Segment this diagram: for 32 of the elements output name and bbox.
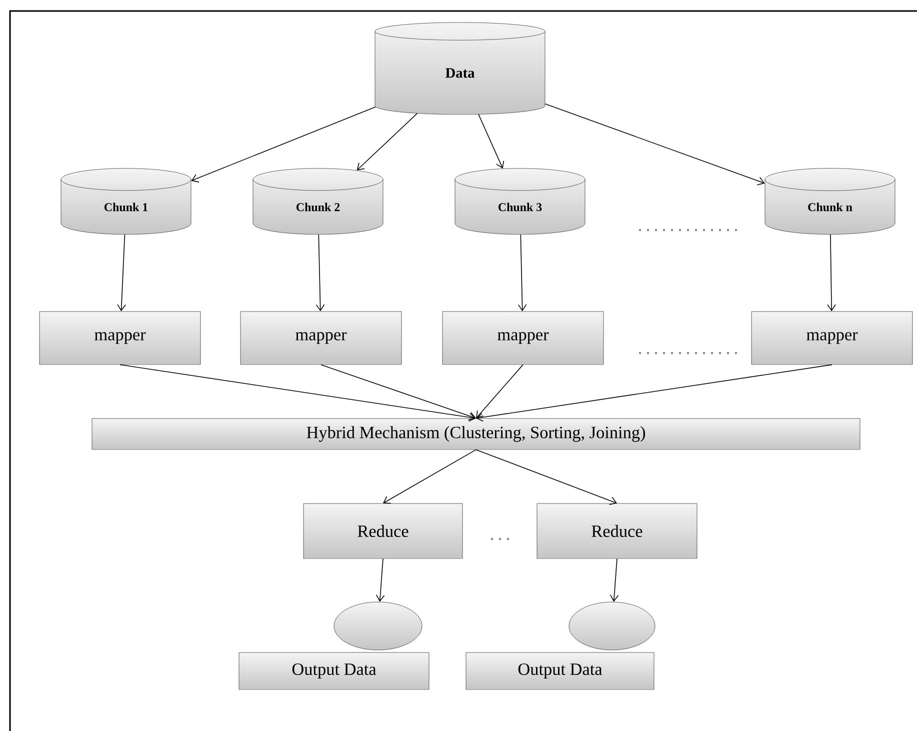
arrow	[191, 106, 376, 182]
database-cylinder: Chunk 3	[454, 168, 586, 235]
process-box: mapper	[751, 311, 913, 365]
process-box: mapper	[240, 311, 402, 365]
arrow	[478, 114, 504, 169]
process-box: Hybrid Mechanism (Clustering, Sorting, Joining)	[92, 418, 860, 450]
database-cylinder: Chunk n	[764, 168, 896, 234]
arrow	[610, 558, 619, 602]
output-ellipse	[568, 602, 656, 650]
process-box: Reduce	[536, 503, 698, 559]
arrow	[476, 364, 832, 422]
output-ellipse	[334, 602, 422, 650]
process-box: Output Data	[466, 652, 654, 690]
arrow	[383, 449, 476, 504]
arrow	[120, 364, 476, 422]
arrow	[476, 449, 617, 506]
process-box: Reduce	[303, 503, 463, 559]
arrow	[827, 234, 836, 312]
process-box: mapper	[442, 311, 604, 365]
arrow	[544, 103, 765, 186]
arrow	[320, 364, 476, 420]
database-cylinder: Data	[374, 22, 546, 115]
arrow	[316, 234, 325, 312]
arrow	[518, 234, 527, 312]
arrow	[117, 234, 126, 312]
arrow	[356, 113, 418, 170]
arrow	[376, 558, 385, 602]
arrow	[476, 364, 524, 418]
process-box: mapper	[39, 311, 201, 365]
database-cylinder: Chunk 1	[60, 168, 192, 235]
database-cylinder: Chunk 2	[252, 168, 384, 235]
process-box: Output Data	[238, 652, 430, 690]
